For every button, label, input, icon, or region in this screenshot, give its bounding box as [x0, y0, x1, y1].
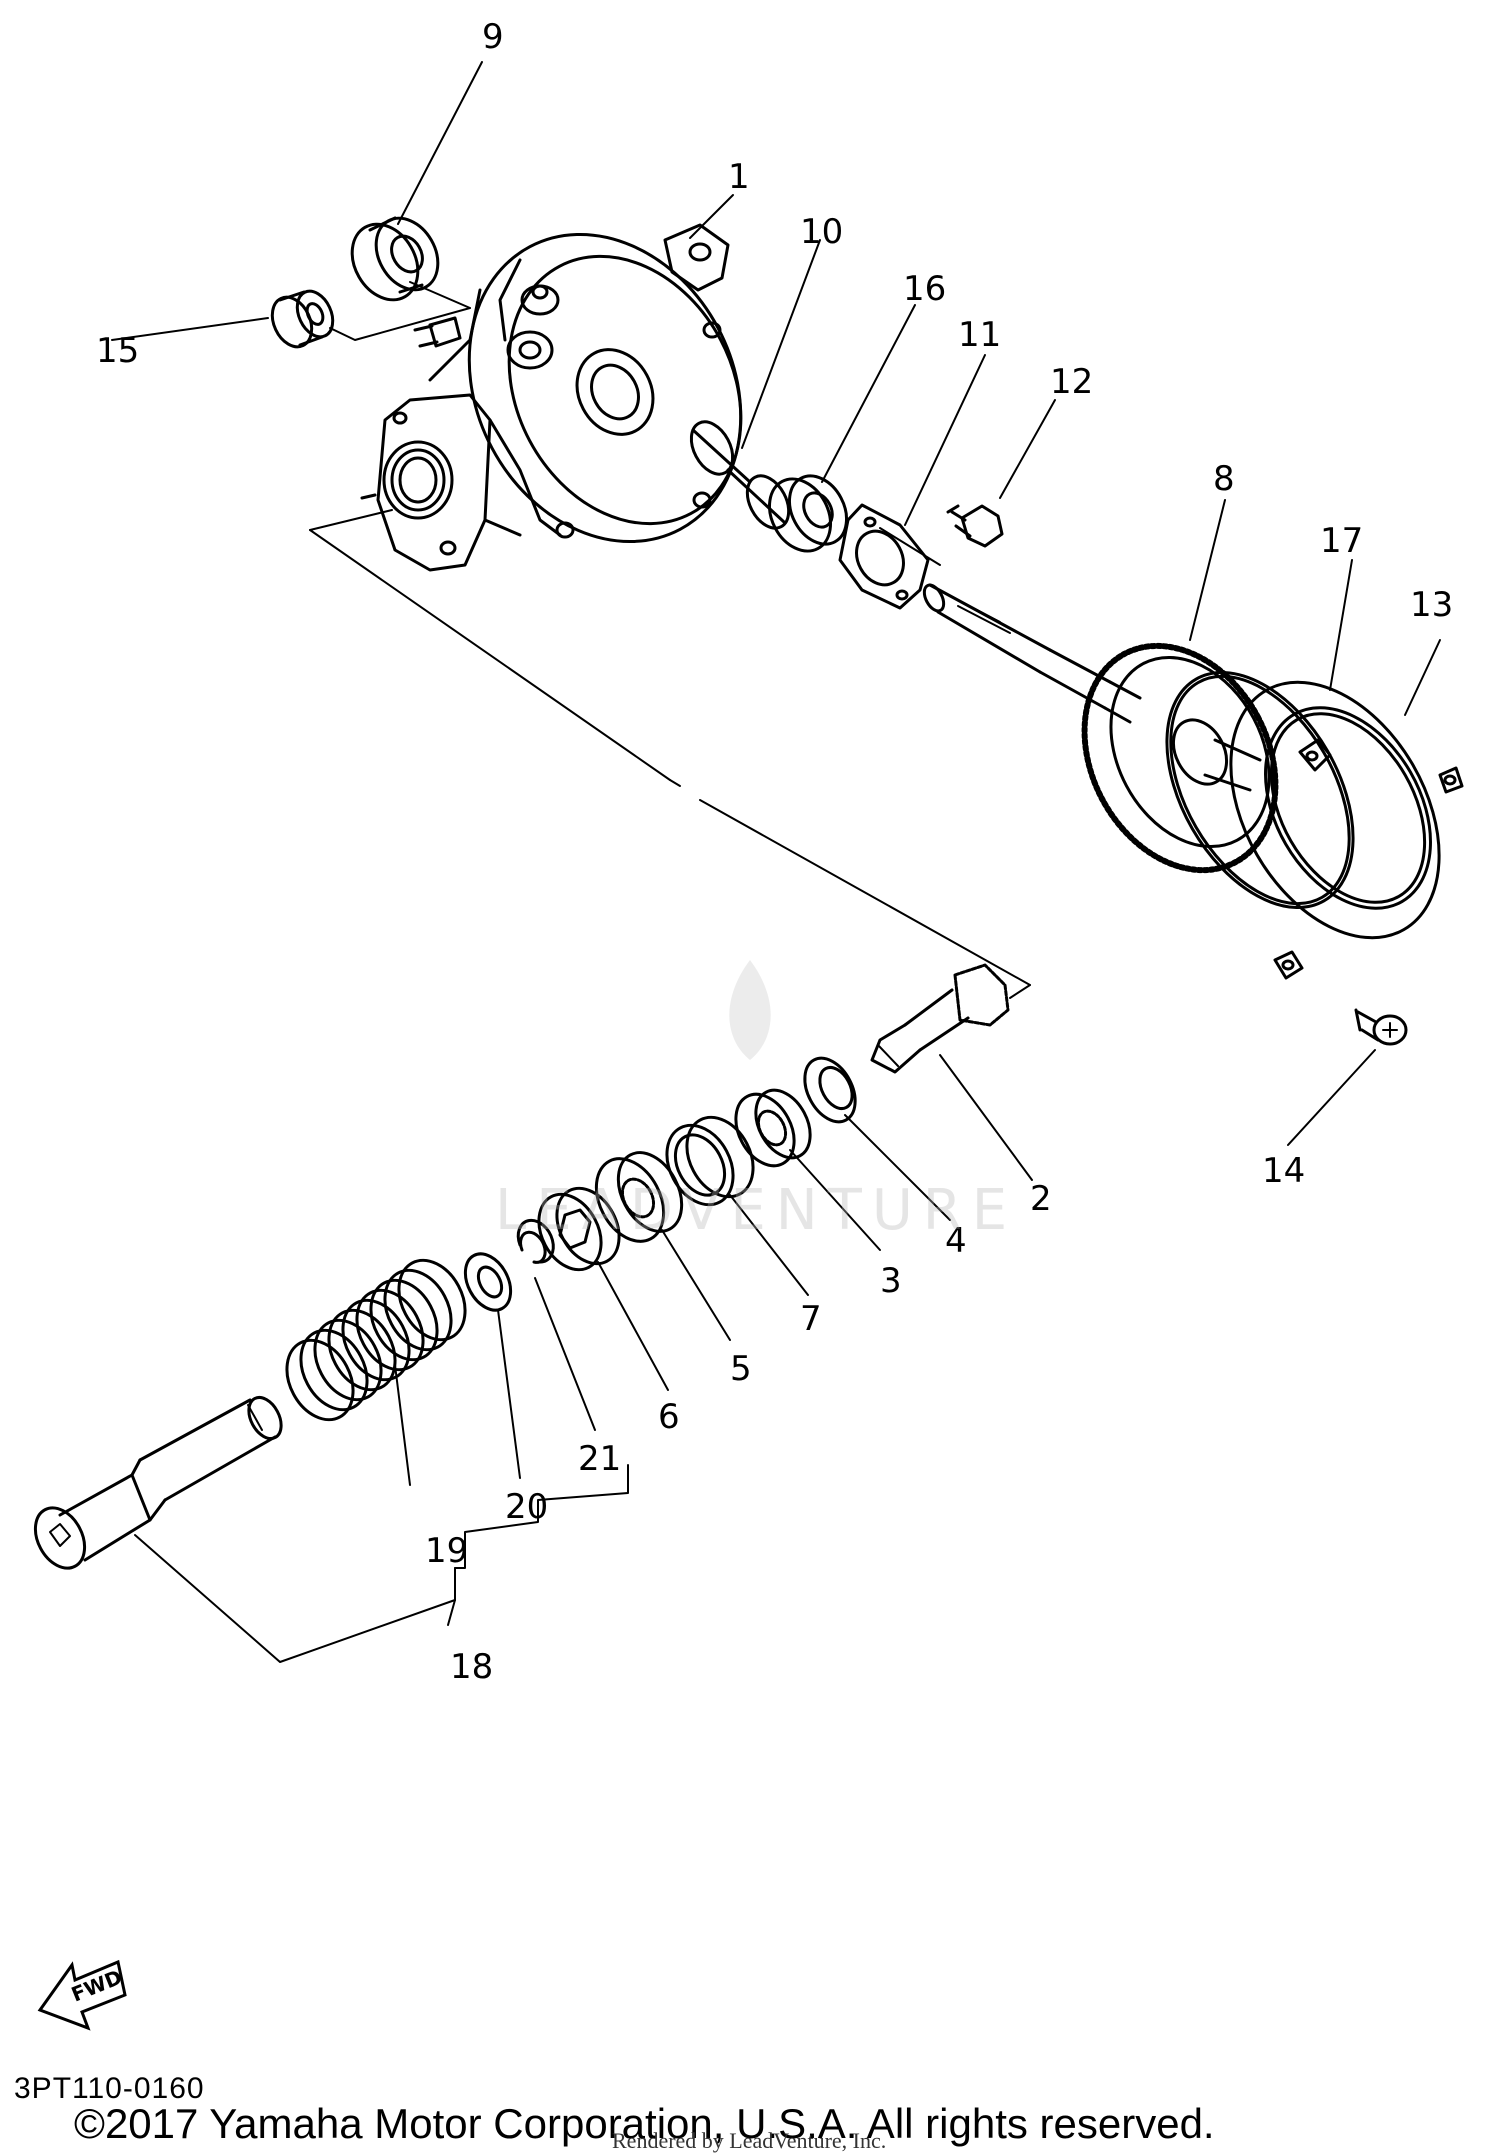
callout-4: 4	[945, 1221, 967, 1261]
callout-5: 5	[730, 1349, 752, 1389]
callout-7: 7	[800, 1299, 822, 1339]
part-15-collar	[270, 289, 335, 349]
diagram-code: 3PT110-0160	[14, 2072, 205, 2105]
callout-1: 1	[728, 157, 750, 197]
callout-labels: 1 2 3 4 5 6 7 8 9 10 11 12 13 14 15 16 1…	[96, 17, 1453, 1687]
part-21-circlip	[516, 1218, 555, 1264]
part-4-shim	[803, 1056, 857, 1124]
callout-16: 16	[903, 269, 946, 309]
part-5-bearing	[594, 1151, 684, 1243]
part-9-bearing	[350, 216, 440, 302]
part-14-screw	[1354, 1008, 1408, 1046]
part-1-housing	[360, 223, 743, 572]
part-13-cover	[1229, 680, 1464, 980]
watermark-text: LEADVENTURE	[495, 1178, 1018, 1243]
rendered-by-credit: Rendered by LeadVenture, Inc.	[612, 2128, 887, 2153]
part-20-washer	[463, 1252, 513, 1312]
part-10-collar	[689, 420, 791, 530]
callout-21: 21	[578, 1439, 621, 1479]
callout-3: 3	[880, 1261, 902, 1301]
callout-10: 10	[800, 212, 843, 252]
callout-18: 18	[450, 1647, 493, 1687]
callout-17: 17	[1320, 521, 1363, 561]
part-2-pinion	[870, 963, 1010, 1074]
callout-13: 13	[1410, 585, 1453, 625]
part-11-plate	[838, 503, 941, 610]
callout-20: 20	[505, 1487, 548, 1527]
watermark-logo	[729, 960, 771, 1060]
callout-8: 8	[1213, 459, 1235, 499]
callout-2: 2	[1030, 1179, 1052, 1219]
callout-15: 15	[96, 331, 139, 371]
callout-12: 12	[1050, 362, 1093, 402]
callout-6: 6	[658, 1397, 680, 1437]
callout-9: 9	[482, 17, 504, 57]
part-16-bearing	[768, 474, 849, 553]
part-18-shaft	[33, 1395, 283, 1570]
callout-19: 19	[425, 1531, 468, 1571]
callout-11: 11	[958, 315, 1001, 355]
callout-14: 14	[1262, 1151, 1305, 1191]
part-17-oring	[1165, 670, 1355, 910]
leader-lines	[111, 61, 1441, 1663]
part-12-bolt	[946, 504, 1004, 548]
fwd-arrow-icon: FWD	[37, 1959, 127, 2031]
copyright-notice: ©2017 Yamaha Motor Corporation, U.S.A. A…	[74, 2100, 1215, 2147]
part-3-bearing	[734, 1088, 812, 1168]
part-19-spring	[285, 1258, 467, 1422]
part-8-shaft-gear	[922, 583, 1279, 874]
part-7-collar	[665, 1115, 755, 1207]
